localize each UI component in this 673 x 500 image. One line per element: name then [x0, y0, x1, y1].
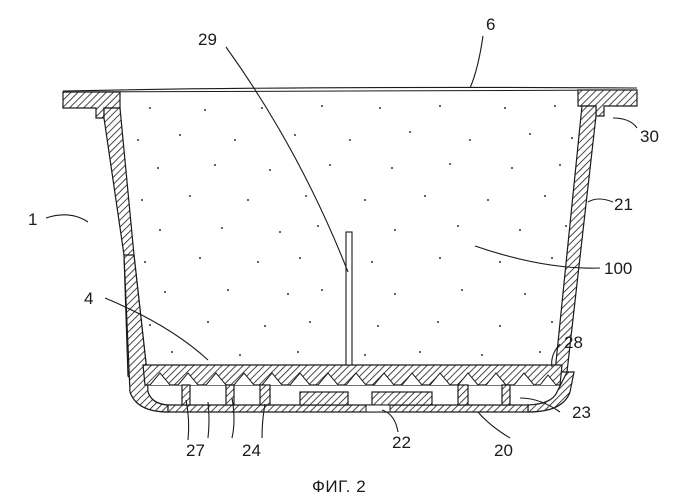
- outlet-opening: [366, 405, 390, 412]
- central-pin: [346, 232, 352, 365]
- label-24: 24: [242, 441, 261, 460]
- label-28: 28: [564, 333, 583, 352]
- label-20: 20: [494, 441, 513, 460]
- container-left-bottom-body: [124, 255, 168, 412]
- label-21: 21: [614, 195, 633, 214]
- label-22: 22: [392, 433, 411, 452]
- ground-coffee-content: [137, 105, 573, 356]
- label-6: 6: [486, 15, 495, 34]
- container-bottom-wall: [168, 405, 528, 412]
- label-100: 100: [604, 259, 632, 278]
- label-27: 27: [186, 441, 205, 460]
- label-30: 30: [640, 127, 659, 146]
- figure-caption: ФИГ. 2: [312, 477, 366, 496]
- label-4: 4: [84, 289, 93, 308]
- label-29: 29: [198, 30, 217, 49]
- lid-edge: [63, 90, 637, 92]
- label-1: 1: [28, 210, 37, 229]
- label-23: 23: [572, 403, 591, 422]
- bottom-ribs: [182, 385, 510, 405]
